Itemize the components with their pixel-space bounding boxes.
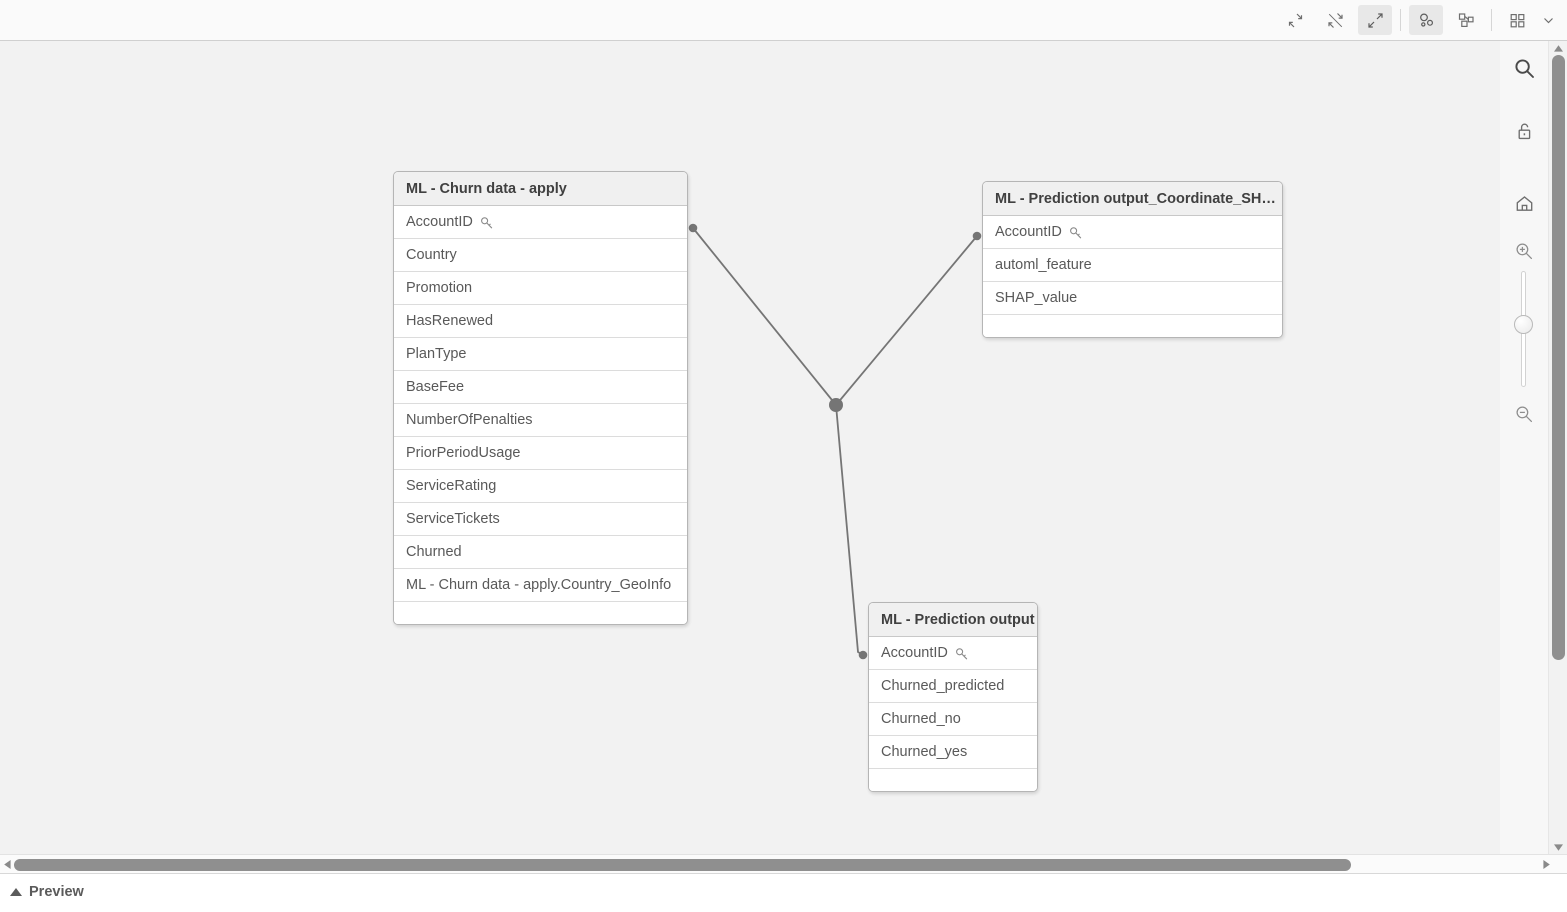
preview-label: Preview [29, 884, 84, 900]
toolbar-separator-1 [1400, 9, 1401, 31]
vertical-scrollbar-thumb[interactable] [1552, 55, 1565, 660]
table-field-row[interactable]: Promotion [394, 272, 687, 305]
key-icon [480, 216, 494, 230]
grid-view-icon[interactable] [1500, 5, 1534, 35]
table-field-row[interactable]: AccountID [983, 216, 1282, 249]
link-junction-to-shap [835, 235, 978, 406]
link-endpoint-churn [688, 223, 698, 233]
table-field-row[interactable]: PlanType [394, 338, 687, 371]
link-endpoint-prediction [858, 650, 868, 660]
collapse-all-icon[interactable] [1278, 5, 1312, 35]
field-label: SHAP_value [995, 290, 1078, 306]
table-field-row[interactable]: Churned_predicted [869, 670, 1037, 703]
bubble-view-icon[interactable] [1409, 5, 1443, 35]
field-label: NumberOfPenalties [406, 412, 533, 428]
field-label: ServiceRating [406, 478, 497, 494]
chevron-down-icon[interactable] [1537, 5, 1559, 35]
zoom-slider-thumb[interactable] [1514, 315, 1533, 334]
table-title[interactable]: ML - Prediction output_Coordinate_SH… [983, 182, 1282, 216]
field-label: Churned_yes [881, 744, 968, 760]
field-label: ML - Churn data - apply.Country_GeoInfo [406, 577, 672, 593]
preview-toggle[interactable]: Preview [10, 884, 84, 900]
link-endpoint-shap [972, 231, 982, 241]
triangle-up-icon [10, 888, 22, 896]
tree-view-icon[interactable] [1449, 5, 1483, 35]
table-field-row[interactable]: Country [394, 239, 687, 272]
field-label: Churned_predicted [881, 678, 1005, 694]
table-field-row[interactable]: AccountID [869, 637, 1037, 670]
expand-all-icon[interactable] [1358, 5, 1392, 35]
table-field-row[interactable]: Churned_no [869, 703, 1037, 736]
scroll-down-arrow-icon[interactable] [1549, 840, 1567, 854]
field-label: AccountID [995, 224, 1062, 240]
footer-bar: Preview [0, 875, 1567, 912]
top-toolbar [0, 0, 1567, 41]
table-field-row[interactable]: AccountID [394, 206, 687, 239]
field-label: HasRenewed [406, 313, 494, 329]
table-footer-spacer [983, 315, 1282, 337]
table-title[interactable]: ML - Churn data - apply [394, 172, 687, 206]
home-icon[interactable] [1506, 185, 1542, 221]
field-label: ServiceTickets [406, 511, 500, 527]
zoom-out-icon[interactable] [1506, 396, 1542, 432]
horizontal-scrollbar[interactable] [0, 854, 1567, 874]
horizontal-scrollbar-thumb[interactable] [14, 859, 1351, 871]
unlock-icon[interactable] [1506, 113, 1542, 149]
table-field-row[interactable]: BaseFee [394, 371, 687, 404]
table-footer-spacer [394, 602, 687, 624]
table-field-row[interactable]: NumberOfPenalties [394, 404, 687, 437]
table-associations [688, 223, 982, 660]
field-label: automl_feature [995, 257, 1092, 273]
field-label: PriorPeriodUsage [406, 445, 521, 461]
link-junction-to-prediction [835, 404, 864, 656]
field-label: Churned [406, 544, 462, 560]
toolbar-separator-2 [1491, 9, 1492, 31]
table-title[interactable]: ML - Prediction output [869, 603, 1037, 637]
table-field-row[interactable]: Churned [394, 536, 687, 569]
collapse-selected-icon[interactable] [1318, 5, 1352, 35]
field-label: Churned_no [881, 711, 961, 727]
link-junction-node [829, 398, 843, 412]
table-field-row[interactable]: automl_feature [983, 249, 1282, 282]
key-icon [955, 647, 969, 661]
table-footer-spacer [869, 769, 1037, 791]
table-field-row[interactable]: HasRenewed [394, 305, 687, 338]
field-label: Promotion [406, 280, 473, 296]
link-churn-to-junction [692, 227, 837, 406]
data-table-prediction-output-coordinate-shap[interactable]: ML - Prediction output_Coordinate_SH… Acc… [982, 181, 1283, 338]
field-label: Country [406, 247, 457, 263]
field-label: AccountID [881, 645, 948, 661]
key-icon [1069, 226, 1083, 240]
scroll-right-arrow-icon[interactable] [1539, 855, 1553, 874]
table-field-row[interactable]: ServiceRating [394, 470, 687, 503]
table-field-row[interactable]: ML - Churn data - apply.Country_GeoInfo [394, 569, 687, 602]
canvas-tool-rail [1500, 41, 1548, 854]
field-label: PlanType [406, 346, 467, 362]
scroll-left-arrow-icon[interactable] [0, 855, 14, 874]
vertical-scrollbar[interactable] [1548, 41, 1567, 854]
scroll-up-arrow-icon[interactable] [1549, 41, 1567, 55]
toolbar-actions [1275, 0, 1559, 40]
field-label: AccountID [406, 214, 473, 230]
zoom-in-icon[interactable] [1506, 233, 1542, 269]
table-field-row[interactable]: ServiceTickets [394, 503, 687, 536]
table-field-row[interactable]: PriorPeriodUsage [394, 437, 687, 470]
table-field-row[interactable]: SHAP_value [983, 282, 1282, 315]
search-icon[interactable] [1506, 50, 1542, 86]
field-label: BaseFee [406, 379, 465, 395]
table-field-row[interactable]: Churned_yes [869, 736, 1037, 769]
